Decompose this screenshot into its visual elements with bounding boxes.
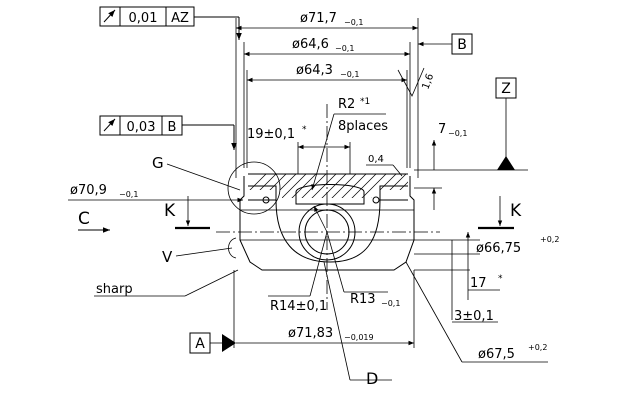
- dim-3: 3±0,1: [451, 290, 498, 324]
- dim-d71-83-base: ø71,83: [288, 326, 333, 341]
- datum-b: B: [418, 33, 473, 55]
- datum-z-label: Z: [501, 81, 511, 97]
- datum-a-label: A: [195, 336, 205, 352]
- section-k-right: K: [478, 196, 522, 230]
- dim-d66-75: ø66,75 +0,2: [414, 235, 559, 256]
- section-k-right-label: K: [510, 201, 522, 221]
- dim-d70-9-base: ø70,9: [70, 183, 107, 198]
- dim-d71-83-tol: −0,019: [344, 333, 374, 342]
- piston-section: [239, 173, 415, 271]
- frame-2-datum: B: [168, 120, 177, 135]
- section-c: C: [78, 209, 110, 233]
- frame-1-datum: AZ: [171, 11, 189, 26]
- dim-d71-7: ø71,7 −0,1: [236, 11, 418, 31]
- datum-z: Z: [414, 77, 528, 171]
- extension-lines: [233, 18, 419, 348]
- dim-17-sup: *: [498, 274, 503, 284]
- sharp-label: sharp: [96, 282, 133, 297]
- dim-d64-6-base: ø64,6: [292, 37, 329, 52]
- r2-base: R2: [338, 97, 355, 112]
- runout-arrow-icon: [103, 9, 116, 23]
- dim-3-value: 3±0,1: [454, 309, 494, 324]
- d-callout: D: [323, 261, 392, 388]
- r2-callout: R2 *1 8places: [311, 97, 388, 191]
- dim-d67-5-tol: +0,2: [528, 343, 547, 352]
- dim-d64-3-base: ø64,3: [296, 63, 333, 78]
- places-label: 8places: [338, 119, 388, 134]
- roughness-value: 1,6: [420, 72, 436, 91]
- dim-19-sup: *: [302, 125, 307, 135]
- section-k-left-label: K: [164, 201, 176, 221]
- dim-17: 17 *: [414, 232, 503, 300]
- roughness-symbol: 1,6: [397, 67, 436, 97]
- dim-d67-5: ø67,5 +0,2: [405, 261, 548, 363]
- dim-d64-3-tol: −0,1: [340, 70, 359, 79]
- section-c-label: C: [78, 209, 90, 229]
- dim-d64-6-tol: −0,1: [335, 44, 354, 53]
- dim-7-base: 7: [438, 122, 446, 137]
- dim-0-4-value: 0,4: [368, 154, 384, 165]
- sharp-callout: sharp: [94, 269, 239, 297]
- v-callout: V: [162, 237, 237, 266]
- g-callout: G: [152, 154, 281, 215]
- dim-d67-5-base: ø67,5: [478, 347, 515, 362]
- r2-sup: *1: [360, 97, 370, 107]
- dim-d71-7-tol: −0,1: [344, 18, 363, 27]
- dim-d66-75-tol: +0,2: [540, 235, 559, 244]
- dim-d71-7-base: ø71,7: [300, 11, 337, 26]
- frame-2-value: 0,03: [127, 120, 156, 135]
- tolerance-frame-2: 0,03 B: [99, 115, 237, 150]
- dim-7: 7 −0,1: [414, 122, 467, 210]
- section-k-left: K: [164, 196, 210, 230]
- dim-19-base: 19±0,1: [247, 127, 295, 142]
- dim-d71-83: ø71,83 −0,019: [236, 326, 414, 346]
- frame-1-value: 0,01: [129, 11, 158, 26]
- dim-d64-6: ø64,6 −0,1: [244, 37, 410, 57]
- datum-a: A: [189, 332, 236, 354]
- dim-d64-3: ø64,3 −0,1: [247, 63, 407, 83]
- dim-7-tol: −0,1: [448, 129, 467, 138]
- v-label: V: [162, 248, 173, 266]
- dim-r14-value: R14±0,1: [270, 299, 327, 314]
- dim-r13: R13 −0,1: [326, 231, 400, 308]
- dim-r13-base: R13: [350, 292, 376, 307]
- runout-arrow-icon: [103, 118, 116, 132]
- dim-19: 19±0,1 *: [247, 125, 351, 174]
- dim-d70-9-tol: −0,1: [119, 190, 138, 199]
- dim-r13-tol: −0,1: [381, 299, 400, 308]
- dim-0-4: 0,4: [366, 154, 403, 177]
- dim-17-base: 17: [470, 276, 487, 291]
- g-label: G: [152, 154, 164, 172]
- dim-r14: R14±0,1: [268, 205, 328, 314]
- dim-d66-75-base: ø66,75: [476, 241, 521, 256]
- dim-d70-9: ø70,9 −0,1: [68, 183, 243, 203]
- tolerance-frame-1: 0,01 AZ: [99, 6, 242, 40]
- d-label: D: [366, 369, 378, 388]
- datum-b-label: B: [457, 37, 467, 53]
